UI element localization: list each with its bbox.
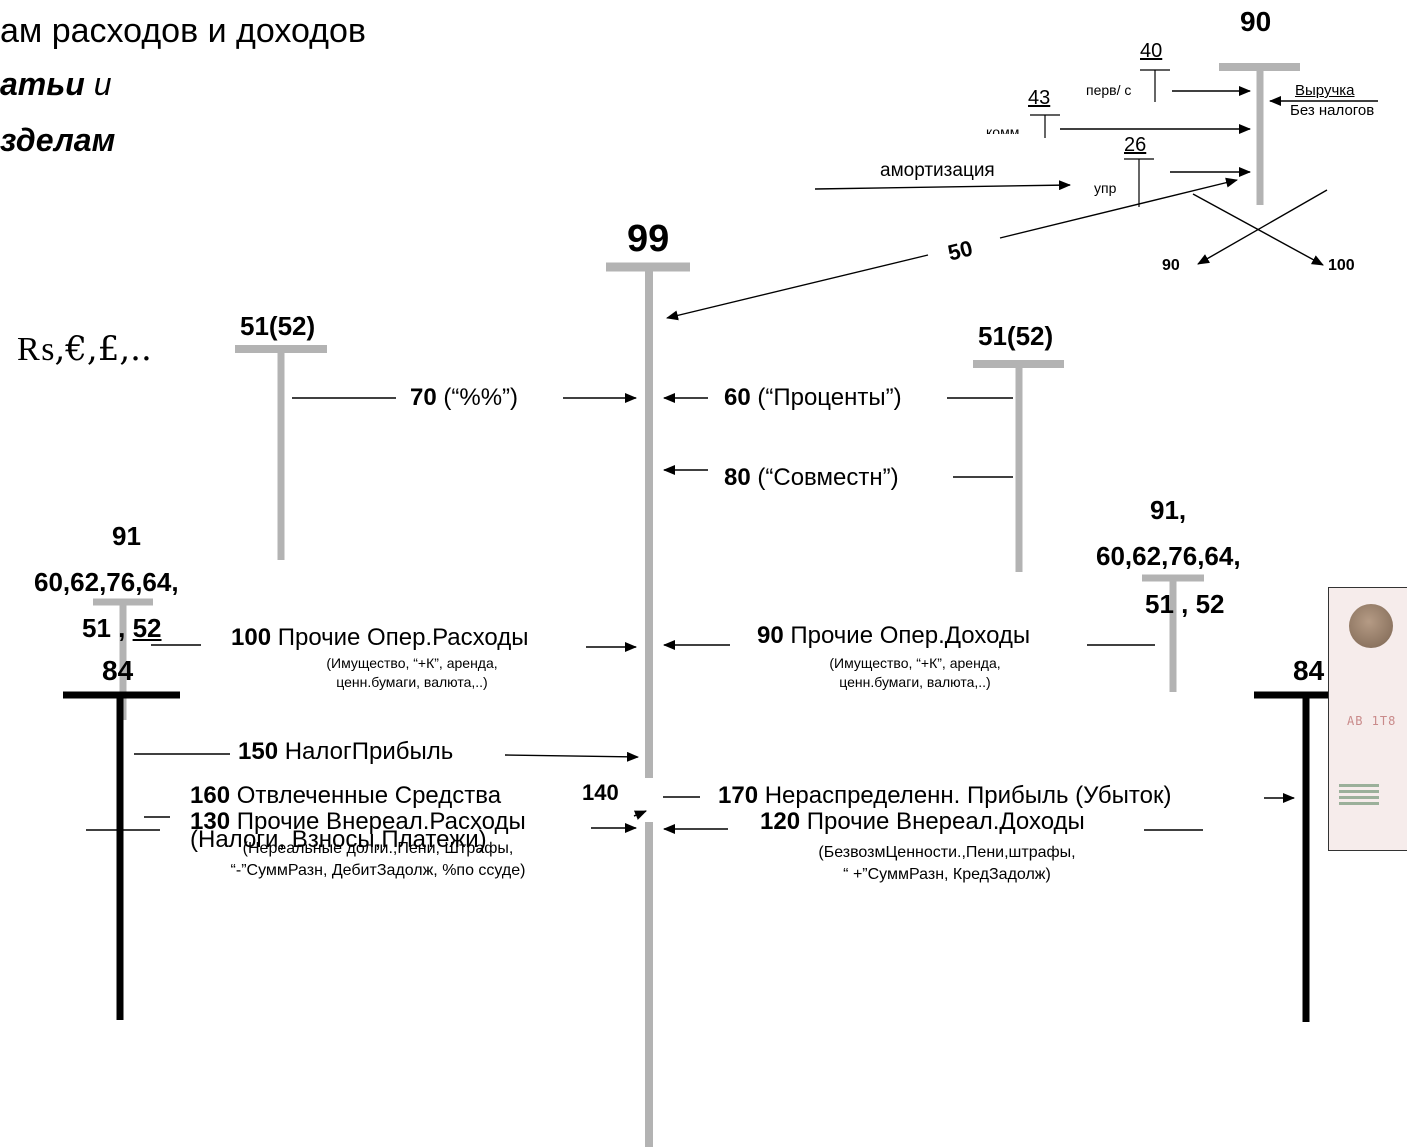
account-84-left-label: 84 — [102, 655, 133, 687]
row-80-num: 80 — [724, 464, 751, 491]
right-group-line3: 51 , 52 — [1145, 590, 1225, 620]
row-70-num: 70 — [410, 384, 437, 411]
left-group-52: 52 — [133, 613, 162, 643]
row-160-note: (Налоги, Взносы,Платежи) — [190, 826, 487, 854]
account-90-t — [1219, 67, 1300, 205]
row-60-num: 60 — [724, 384, 751, 411]
row-120-text: Прочие Внереал.Доходы — [800, 808, 1085, 835]
right-group-line1: 91, — [1150, 496, 1186, 526]
row-100-note1: (Имущество, “+К”, аренда, — [272, 654, 552, 673]
left-group-sep: , — [111, 613, 133, 643]
row-100: 100 Прочие Опер.Расходы — [231, 624, 528, 652]
row-120-note2: “ +”СуммРазн, КредЗадолж) — [772, 864, 1122, 886]
account-43-label: 43 — [1028, 87, 1050, 110]
flow-lines — [86, 398, 1294, 1015]
row-150: 150 НалогПрибыль — [238, 738, 453, 766]
vyruchka-label: Выручка — [1295, 82, 1355, 99]
right-group-line2: 60,62,76,64, — [1096, 542, 1241, 572]
row-70-text: (“%%”) — [437, 384, 518, 411]
photo-card: АВ 1Т8 — [1328, 587, 1407, 851]
header-line2-rest: и — [85, 66, 112, 102]
row-170-num: 170 — [718, 782, 758, 809]
row-90-text: Прочие Опер.Доходы — [784, 622, 1030, 649]
account-51-left-label: 51(52) — [240, 312, 315, 342]
account-90-label: 90 — [1240, 6, 1271, 38]
out-90-label: 90 — [1162, 257, 1180, 275]
row-150-num: 150 — [238, 738, 278, 765]
row-80: 80 (“Совместн”) — [724, 464, 899, 492]
row-170: 170 Нераспределенн. Прибыль (Убыток) — [718, 782, 1171, 810]
row-100-text: Прочие Опер.Расходы — [271, 624, 528, 651]
left-group-line2: 60,62,76,64, — [34, 568, 179, 598]
row-60: 60 (“Проценты”) — [724, 384, 902, 412]
row-90-note1: (Имущество, “+К”, аренда, — [775, 654, 1055, 673]
header-line3: зделам — [0, 122, 115, 159]
left-group-51: 51 — [82, 613, 111, 643]
row-120-num: 120 — [760, 808, 800, 835]
row-90: 90 Прочие Опер.Доходы — [757, 622, 1030, 650]
left-group-line1: 91 — [112, 522, 141, 552]
currency-symbols: ₨,€,£,.. — [17, 330, 152, 369]
row-150-text: НалогПрибыль — [278, 738, 453, 765]
account-26-label: 26 — [1124, 134, 1146, 157]
top-right-arrows — [667, 91, 1378, 318]
row-120: 120 Прочие Внереал.Доходы — [760, 808, 1085, 836]
perv-label: перв/ с — [1086, 82, 1131, 98]
out-100-label: 100 — [1328, 257, 1355, 275]
row-70: 70 (“%%”) — [410, 384, 518, 412]
row-170-text: Нераспределенн. Прибыль (Убыток) — [758, 782, 1171, 809]
card-lines-icon — [1339, 784, 1379, 808]
row-160-num: 160 — [190, 782, 230, 809]
row-60-text: (“Проценты”) — [751, 384, 902, 411]
account-99-label: 99 — [627, 218, 669, 262]
account-84-right-label: 84 — [1293, 655, 1324, 687]
card-text: АВ 1Т8 — [1347, 714, 1396, 728]
header-line2-bold: атьи — [0, 66, 85, 102]
bez-nalogov-label: Без налогов — [1290, 102, 1374, 119]
amortizaciya-label: амортизация — [880, 160, 995, 182]
row-90-note2: ценн.бумаги, валюта,..) — [775, 673, 1055, 692]
row-120-note1: (БезвозмЦенности.,Пени,штрафы, — [772, 842, 1122, 864]
account-40-label: 40 — [1140, 40, 1162, 63]
left-group-line3: 51 , 52 — [82, 614, 162, 644]
header-line2: атьи и — [0, 66, 111, 103]
komm-label: комм — [986, 124, 1019, 134]
account-84-left-t — [63, 695, 180, 1020]
row-100-num: 100 — [231, 624, 271, 651]
row-100-note2: ценн.бумаги, валюта,..) — [272, 673, 552, 692]
row-90-num: 90 — [757, 622, 784, 649]
row-80-text: (“Совместн”) — [751, 464, 899, 491]
row-120-note: (БезвозмЦенности.,Пени,штрафы, “ +”СуммР… — [772, 842, 1122, 885]
account-51-right-label: 51(52) — [978, 322, 1053, 352]
row-160-text: Отвлеченные Средства — [230, 782, 501, 809]
row-100-note: (Имущество, “+К”, аренда, ценн.бумаги, в… — [272, 654, 552, 692]
row-160: 160 Отвлеченные Средства — [190, 782, 501, 810]
row-130-note2: “-”СуммРазн, ДебитЗадолж, %по ссуде) — [178, 860, 578, 882]
account-99-t — [606, 267, 690, 1147]
row-90-note: (Имущество, “+К”, аренда, ценн.бумаги, в… — [775, 654, 1055, 692]
upr-label: упр — [1094, 180, 1116, 196]
header-line1: ам расходов и доходов — [0, 12, 366, 51]
coin-emblem-icon — [1349, 604, 1393, 648]
account-51-left-t — [235, 349, 327, 560]
account-140-label: 140 — [582, 780, 619, 805]
account-51-right-t — [973, 364, 1064, 572]
